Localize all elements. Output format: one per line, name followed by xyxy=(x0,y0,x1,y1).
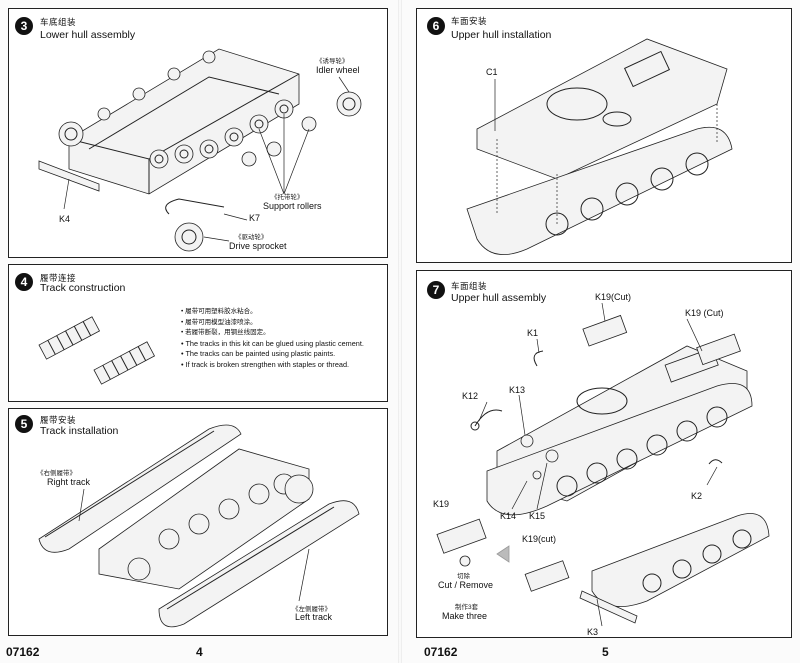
step3-panel: 3 车底组装 Lower hull assembly xyxy=(8,8,388,258)
sprocket-label-en: Drive sprocket xyxy=(229,241,287,251)
step6-badge: 6 xyxy=(427,17,445,35)
left-track-label-cn: 《左侧履带》 xyxy=(292,606,331,613)
note-3-en: • If track is broken strengthen with sta… xyxy=(181,359,350,369)
right-footer-code: 07162 xyxy=(424,645,458,659)
part-k15-label: K15 xyxy=(529,511,546,521)
support-label-en: Support rollers xyxy=(263,201,322,211)
step3-badge: 3 xyxy=(15,17,33,35)
part-k1-label: K1 xyxy=(527,328,539,338)
step7-title-cn: 车面组装 xyxy=(451,281,488,291)
upper-hull-assembly-drawing xyxy=(436,302,770,627)
part-k3-label: K3 xyxy=(587,627,599,637)
lower-hull-drawing xyxy=(38,48,362,252)
part-k13-label: K13 xyxy=(509,385,526,395)
track-install-drawing xyxy=(38,424,360,628)
step6-panel: 6 车面安装 Upper hull installation C1 xyxy=(416,8,792,263)
step7-title-en: Upper hull assembly xyxy=(451,292,547,304)
step3-title-en: Lower hull assembly xyxy=(40,29,136,41)
note-1-cn: • 履带可用塑料胶水粘合。 xyxy=(181,308,257,315)
sprocket-label-cn: 《驱动轮》 xyxy=(235,234,268,241)
step4-badge: 4 xyxy=(15,273,33,291)
step7-panel: 7 车面组装 Upper hull assembly xyxy=(416,270,792,638)
part-c1-label: C1 xyxy=(486,67,498,77)
left-track-label-en: Left track xyxy=(295,612,333,622)
part-k19-label: K19 xyxy=(433,499,450,509)
part-k2-label: K2 xyxy=(691,491,703,501)
part-k12-label: K12 xyxy=(462,391,479,401)
make-label-en: Make three xyxy=(442,611,488,621)
step4-title-cn: 履带连接 xyxy=(40,273,77,283)
cut-label-cn: 切除 xyxy=(457,573,470,580)
part-k19cut-c-label: K19(cut) xyxy=(522,534,557,544)
step4-title-en: Track construction xyxy=(40,282,126,294)
part-k14-label: K14 xyxy=(500,511,517,521)
note-2-cn: • 履带可用模型油漆喷涂。 xyxy=(181,318,257,326)
note-3-cn: • 若履带断裂，用钢丝线固定。 xyxy=(181,329,270,336)
part-k7-label: K7 xyxy=(249,213,261,223)
track-notes: • 履带可用塑料胶水粘合。 • 履带可用模型油漆喷涂。 • 若履带断裂，用钢丝线… xyxy=(181,307,386,370)
idler-label-cn: 《诱导轮》 xyxy=(316,58,349,65)
note-2-en: • The tracks can be painted using plasti… xyxy=(181,349,336,358)
right-track-label-en: Right track xyxy=(47,477,91,487)
step6-title-cn: 车面安装 xyxy=(451,16,488,26)
left-footer-code: 07162 xyxy=(6,645,40,659)
step6-title-en: Upper hull installation xyxy=(451,29,552,41)
right-footer-page: 5 xyxy=(602,645,609,659)
track-links-drawing xyxy=(38,316,156,385)
part-k4-label: K4 xyxy=(59,214,71,224)
page-gutter xyxy=(398,0,402,663)
left-footer-page: 4 xyxy=(196,645,203,659)
cut-label-en: Cut / Remove xyxy=(438,580,494,590)
part-k19cut-a-label: K19(Cut) xyxy=(595,292,632,302)
step3-title-cn: 车底组装 xyxy=(40,17,77,27)
upper-hull-install-drawing xyxy=(466,38,733,256)
step5-badge: 5 xyxy=(15,415,33,433)
right-page: 6 车面安装 Upper hull installation C1 7 车面组 xyxy=(402,0,800,663)
step7-badge: 7 xyxy=(427,281,445,299)
step5-title-en: Track installation xyxy=(40,425,119,437)
left-page: 3 车底组装 Lower hull assembly xyxy=(0,0,398,663)
make-label-cn: 制作3套 xyxy=(455,604,479,611)
step5-panel: 5 履带安装 Track installation 《右侧履带》 Right xyxy=(8,408,388,636)
idler-label-en: Idler wheel xyxy=(316,65,360,75)
note-1-en: • The tracks in this kit can be glued us… xyxy=(181,338,364,348)
road-wheels xyxy=(149,99,317,169)
part-k19cut-b-label: K19 (Cut) xyxy=(685,308,724,318)
step4-panel: 4 履带连接 Track construction • 履带可用塑料胶水粘合。 … xyxy=(8,264,388,402)
support-label-cn: 《托带轮》 xyxy=(271,194,304,201)
right-track-label-cn: 《右侧履带》 xyxy=(37,470,76,477)
step5-title-cn: 履带安装 xyxy=(40,415,77,425)
